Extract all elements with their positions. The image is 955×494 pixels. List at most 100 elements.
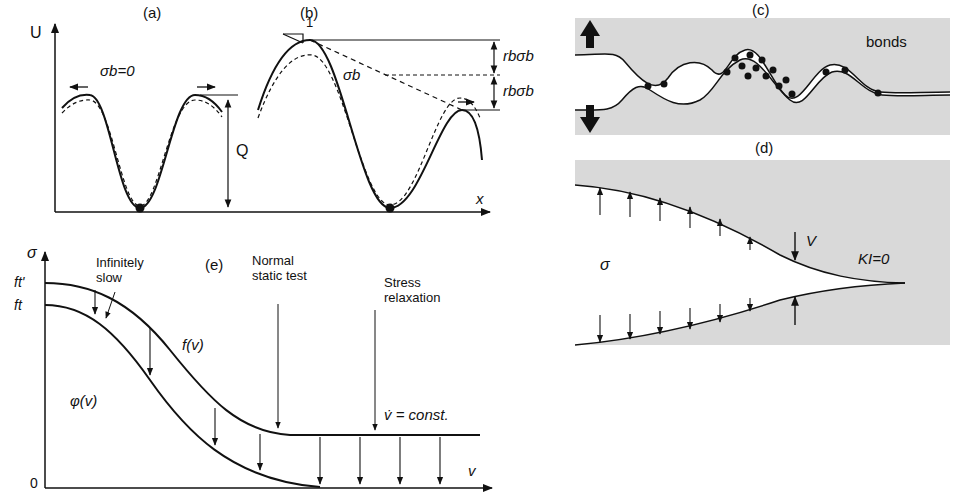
- softening-curves: [359, 437, 360, 484]
- softening-curves: [45, 252, 492, 488]
- crack-bridging-sketch: [763, 73, 770, 80]
- axis-label: σ: [27, 244, 37, 262]
- crack-bridging-sketch: [580, 105, 600, 133]
- crack-bridging-sketch: [575, 59, 950, 110]
- crack-bridging-sketch: [575, 50, 950, 135]
- potential-curve-b: [258, 40, 482, 208]
- stress-label: σ: [600, 256, 610, 274]
- slope-label: 1: [306, 16, 313, 31]
- cohesive-crack-sketch: [599, 315, 600, 342]
- softening-curves: [94, 290, 95, 314]
- cohesive-crack-sketch: [719, 304, 720, 322]
- crack-bridging-sketch: [724, 69, 731, 76]
- softening-curves: [439, 437, 440, 484]
- cohesive-crack-sketch: [659, 311, 660, 334]
- crack-bridging-sketch: [875, 90, 882, 97]
- softening-curves: [44, 252, 46, 488]
- cohesive-crack-sketch: [794, 297, 795, 325]
- curve-label: f(v): [182, 336, 204, 353]
- opening-label: V: [806, 232, 816, 249]
- annotation: Normal static test: [252, 254, 310, 284]
- cohesive-crack-sketch: [794, 232, 795, 260]
- crack-bridging-sketch: [823, 69, 830, 76]
- crack-bridging-sketch: [580, 20, 600, 48]
- potential-curve-b: [458, 101, 474, 102]
- crack-bridging-sketch: [770, 67, 777, 74]
- softening-curves: [214, 408, 215, 445]
- axes-ab: [55, 211, 490, 213]
- axis-label: v: [468, 462, 476, 479]
- panel-label: (d): [755, 139, 773, 156]
- potential-curve-b: [385, 75, 500, 76]
- stress-label: σb: [343, 66, 360, 83]
- dimension-label: rbσb: [503, 47, 534, 64]
- potential-curve-b: [283, 34, 303, 43]
- axis-label: x: [476, 190, 484, 207]
- axes-ab: [54, 24, 56, 212]
- crack-bridging-sketch: [759, 57, 766, 64]
- softening-curves: [399, 437, 400, 484]
- stress-intensity-label: KI=0: [858, 250, 889, 267]
- cohesive-crack-sketch: [719, 219, 720, 236]
- softening-curves: [106, 292, 115, 318]
- potential-curve-b: [258, 34, 500, 213]
- potential-curve-a: [197, 86, 215, 87]
- annotation: Infinitely slow: [96, 256, 158, 286]
- cohesive-crack-sketch: [689, 207, 690, 228]
- cohesive-crack-sketch: [629, 192, 630, 217]
- crack-bridging-sketch: [645, 52, 882, 98]
- loading-label: v̇ = const.: [384, 406, 449, 423]
- crack-bridging-sketch: [842, 67, 849, 74]
- energy-label: Q: [236, 142, 248, 160]
- axes-ab: [55, 24, 490, 212]
- potential-curve-a: [136, 204, 145, 213]
- strength-label: ft': [14, 274, 24, 290]
- potential-curve-a: [62, 100, 222, 206]
- cohesive-crack-sketch: [575, 160, 950, 345]
- potential-curve-b: [258, 55, 480, 205]
- potential-curve-b: [283, 34, 303, 43]
- stress-label: σb=0: [100, 62, 135, 79]
- crack-bridging-sketch: [745, 73, 752, 80]
- panel-label: (e): [205, 256, 223, 273]
- softening-curves: [149, 328, 150, 375]
- potential-curve-a: [70, 86, 88, 87]
- potential-curve-b: [493, 77, 494, 108]
- potential-curve-a: [62, 95, 222, 208]
- axis-label: U: [30, 24, 42, 42]
- crack-bridging-sketch: [732, 55, 739, 62]
- crack-bridging-sketch: [645, 83, 652, 90]
- cohesive-crack-sketch: [575, 185, 905, 283]
- softening-curves: [45, 283, 480, 435]
- crack-bridging-sketch: [747, 52, 754, 59]
- softening-curves: [45, 305, 320, 487]
- crack-bridging-sketch: [575, 18, 950, 135]
- dimension-label: rbσb: [503, 82, 534, 99]
- axis-label: 0: [30, 475, 38, 491]
- potential-curve-a: [62, 87, 238, 213]
- cohesive-crack-sketch: [599, 188, 600, 215]
- bonds-label: bonds: [866, 33, 907, 50]
- panel-label: (c): [752, 1, 770, 18]
- softening-curves: [319, 437, 320, 484]
- softening-curves: [375, 310, 376, 430]
- cohesive-crack-sketch: [575, 160, 950, 345]
- cohesive-crack-sketch: [575, 283, 905, 345]
- cohesive-crack-sketch: [749, 298, 750, 311]
- softening-curves: [45, 487, 492, 489]
- potential-curve-b: [310, 40, 500, 41]
- cohesive-crack-sketch: [689, 308, 690, 329]
- crack-bridging-sketch: [661, 81, 668, 88]
- potential-curve-b: [462, 110, 500, 111]
- cohesive-crack-sketch: [659, 198, 660, 221]
- cohesive-crack-sketch: [575, 185, 905, 345]
- potential-curve-b: [386, 204, 395, 213]
- cohesive-crack-sketch: [629, 314, 630, 339]
- cohesive-crack-sketch: [749, 237, 750, 250]
- strength-label: ft: [14, 297, 22, 313]
- crack-bridging-sketch: [783, 77, 790, 84]
- softening-curves: [278, 304, 279, 428]
- potential-curve-a: [200, 95, 238, 96]
- crack-bridging-sketch: [739, 63, 746, 70]
